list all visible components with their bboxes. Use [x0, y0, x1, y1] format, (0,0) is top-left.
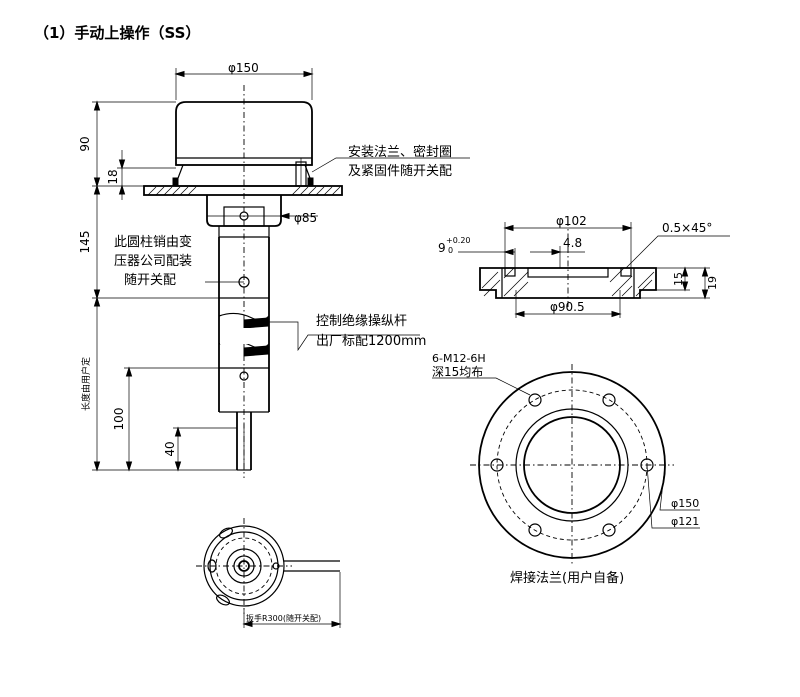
- side-elevation: [92, 68, 470, 478]
- dim-d121: φ121: [671, 515, 699, 528]
- pin-note-2: 压器公司配装: [114, 254, 192, 269]
- dim-d90-5: φ90.5: [550, 300, 585, 314]
- dim-145: 145: [78, 231, 92, 254]
- mount-note-1: 安装法兰、密封圈: [348, 144, 452, 160]
- dim-4-8: 4.8: [563, 236, 582, 250]
- dim-tol-lower: 0: [448, 246, 453, 255]
- mount-note-2: 及紧固件随开关配: [348, 164, 452, 179]
- dim-tol-base: 9: [438, 241, 446, 255]
- dim-100: 100: [112, 408, 126, 431]
- dim-chamfer: 0.5×45°: [662, 221, 712, 235]
- rod-note-1: 控制绝缘操纵杆: [316, 313, 407, 329]
- weld-flange-caption: 焊接法兰(用户自备): [510, 570, 624, 586]
- dim-15: 15: [672, 272, 685, 286]
- dim-length-note: 长度由用户定: [80, 357, 92, 411]
- dim-d150-top: φ150: [228, 61, 259, 75]
- page-title: （1）手动上操作（SS）: [34, 24, 201, 42]
- dim-d102: φ102: [556, 214, 587, 228]
- dim-wrench: 扳手R300(随开关配): [246, 613, 321, 623]
- dim-19: 19: [706, 276, 719, 290]
- bolt-depth: 深15均布: [432, 365, 483, 379]
- pin-note-1: 此圆柱销由变: [114, 234, 192, 250]
- dim-tol-upper: +0.20: [446, 236, 471, 245]
- dim-d85: φ85: [294, 211, 317, 225]
- dim-d150-flange: φ150: [671, 497, 699, 510]
- dim-18: 18: [106, 169, 120, 184]
- pin-note-3: 随开关配: [124, 273, 176, 288]
- dim-90: 90: [78, 136, 92, 151]
- rod-note-2: 出厂标配1200mm: [316, 334, 426, 349]
- dim-40: 40: [163, 441, 177, 456]
- weld-flange-plan: [432, 364, 700, 566]
- top-view: [196, 518, 342, 628]
- flange-section: [458, 220, 730, 318]
- bolt-spec: 6-M12-6H: [432, 352, 486, 365]
